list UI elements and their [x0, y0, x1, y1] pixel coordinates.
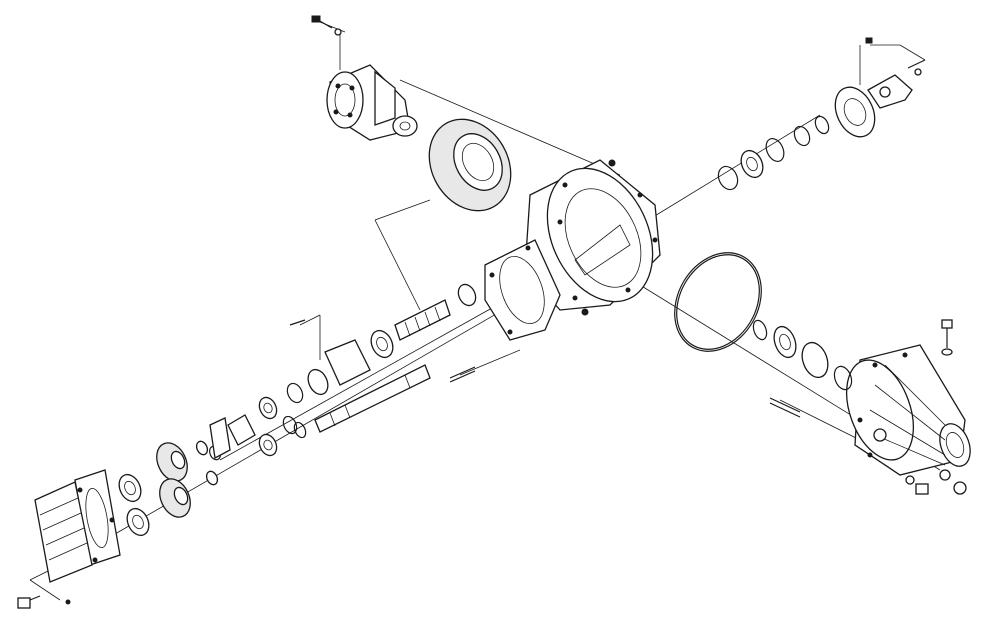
bearing-lower-right — [752, 319, 853, 391]
ring-gear — [428, 118, 512, 212]
bearing-right — [717, 115, 830, 191]
main-housing — [524, 159, 661, 316]
bell-housing-right — [846, 344, 971, 476]
differential-carrier — [326, 64, 418, 141]
spur-gear-upper — [118, 440, 209, 503]
stud-right — [769, 397, 801, 418]
leader-lines — [29, 21, 941, 601]
bolt-right — [905, 319, 967, 495]
axle-flange-right — [834, 37, 926, 138]
input-shaft — [208, 364, 431, 461]
side-cover-bell — [484, 239, 561, 341]
o-ring-large — [674, 252, 762, 352]
pinion-shaft — [286, 283, 477, 404]
drain-plug — [17, 595, 71, 609]
bolt-top-left — [311, 15, 342, 36]
end-cover — [34, 469, 121, 583]
spur-gear-lower — [126, 470, 219, 537]
